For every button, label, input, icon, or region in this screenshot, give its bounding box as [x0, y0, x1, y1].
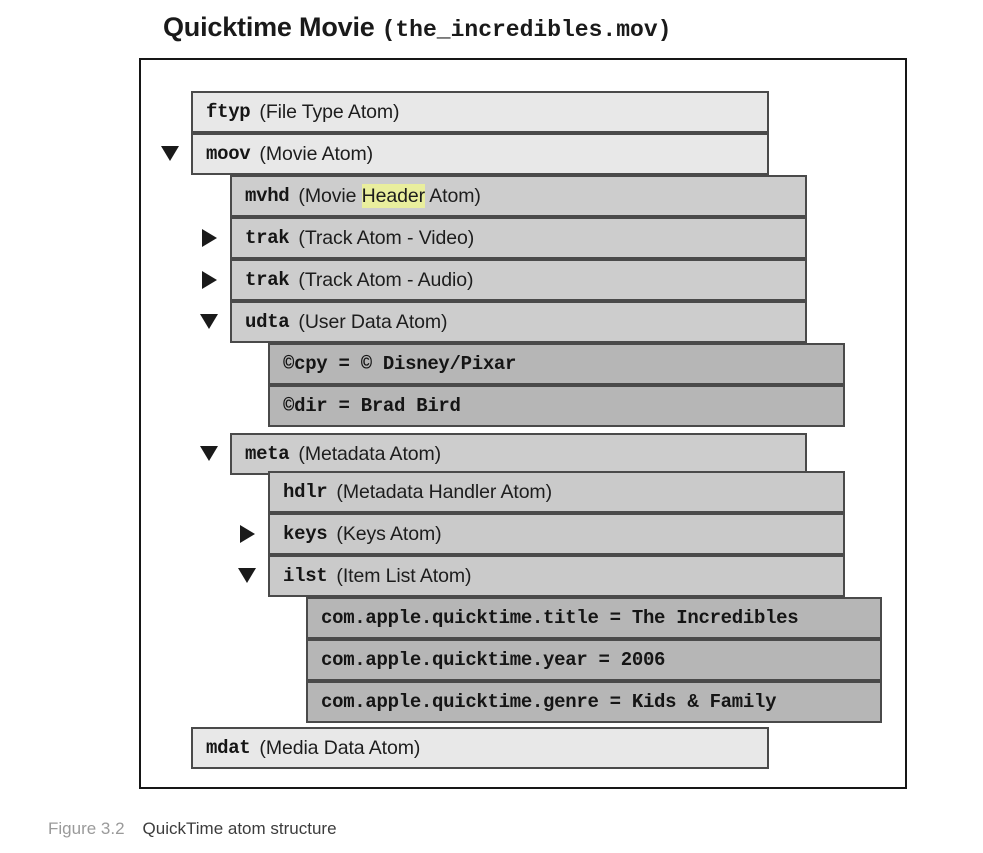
atom-type-code: trak: [245, 227, 290, 249]
atom-row-trak[interactable]: trak (Track Atom - Audio): [230, 259, 807, 301]
atom-row-metadata-entry[interactable]: com.apple.quicktime.genre = Kids & Famil…: [306, 681, 882, 723]
disclosure-triangle-expanded-icon[interactable]: [161, 146, 179, 161]
disclosure-triangle-expanded-icon[interactable]: [200, 314, 218, 329]
atom-type-code: trak: [245, 269, 290, 291]
disclosure-triangle-expanded-icon[interactable]: [200, 446, 218, 461]
atom-description: (Track Atom - Audio): [298, 268, 474, 291]
atom-description: (Item List Atom): [336, 564, 472, 587]
atom-description: (Metadata Atom): [298, 442, 442, 465]
atom-row-ftyp[interactable]: ftyp (File Type Atom): [191, 91, 769, 133]
atom-description: (Movie Atom): [259, 142, 374, 165]
atom-row-mvhd[interactable]: mvhd (Movie Header Atom): [230, 175, 807, 217]
atom-row-hdlr[interactable]: hdlr (Metadata Handler Atom): [268, 471, 845, 513]
highlighted-term: Header: [361, 183, 426, 208]
atom-row-moov[interactable]: moov (Movie Atom): [191, 133, 769, 175]
atom-description: (Movie Header Atom): [298, 183, 481, 208]
atom-row-meta[interactable]: meta (Metadata Atom): [230, 433, 807, 475]
figure-title-filename: (the_incredibles.mov): [381, 17, 672, 43]
figure-title: Quicktime Movie(the_incredibles.mov): [163, 14, 671, 42]
atom-type-code: udta: [245, 311, 290, 333]
atom-row-metadata-entry[interactable]: ©dir = Brad Bird: [268, 385, 845, 427]
disclosure-triangle-collapsed-icon[interactable]: [202, 271, 217, 289]
figure-caption: Figure 3.2 QuickTime atom structure: [48, 820, 337, 838]
disclosure-triangle-collapsed-icon[interactable]: [240, 525, 255, 543]
atom-description: (Media Data Atom): [259, 736, 421, 759]
atom-type-code: keys: [283, 523, 328, 545]
figure-caption-number: Figure 3.2: [48, 819, 125, 838]
atom-key-value: com.apple.quicktime.title = The Incredib…: [321, 607, 799, 629]
atom-row-metadata-entry[interactable]: com.apple.quicktime.title = The Incredib…: [306, 597, 882, 639]
disclosure-triangle-expanded-icon[interactable]: [238, 568, 256, 583]
atom-key-value: ©dir = Brad Bird: [283, 395, 461, 417]
atom-type-code: mdat: [206, 737, 251, 759]
figure-caption-text: QuickTime atom structure: [142, 819, 337, 838]
atom-row-ilst[interactable]: ilst (Item List Atom): [268, 555, 845, 597]
disclosure-triangle-collapsed-icon[interactable]: [202, 229, 217, 247]
atom-type-code: ilst: [283, 565, 328, 587]
atom-row-keys[interactable]: keys (Keys Atom): [268, 513, 845, 555]
atom-description: (Track Atom - Video): [298, 226, 475, 249]
atom-row-metadata-entry[interactable]: com.apple.quicktime.year = 2006: [306, 639, 882, 681]
atom-key-value: ©cpy = © Disney/Pixar: [283, 353, 517, 375]
atom-row-mdat[interactable]: mdat (Media Data Atom): [191, 727, 769, 769]
atom-type-code: ftyp: [206, 101, 251, 123]
atom-key-value: com.apple.quicktime.year = 2006: [321, 649, 666, 671]
atom-description: (User Data Atom): [298, 310, 448, 333]
atom-key-value: com.apple.quicktime.genre = Kids & Famil…: [321, 691, 777, 713]
atom-type-code: moov: [206, 143, 251, 165]
atom-type-code: hdlr: [283, 481, 328, 503]
atom-description: (Metadata Handler Atom): [336, 480, 552, 503]
figure-title-main: Quicktime Movie: [163, 12, 375, 42]
atom-description: (Keys Atom): [336, 522, 442, 545]
atom-structure-diagram: ftyp (File Type Atom) moov (Movie Atom) mvhd…: [139, 58, 907, 789]
atom-type-code: mvhd: [245, 185, 290, 207]
atom-row-trak[interactable]: trak (Track Atom - Video): [230, 217, 807, 259]
atom-row-metadata-entry[interactable]: ©cpy = © Disney/Pixar: [268, 343, 845, 385]
atom-description: (File Type Atom): [259, 100, 400, 123]
atom-row-udta[interactable]: udta (User Data Atom): [230, 301, 807, 343]
atom-type-code: meta: [245, 443, 290, 465]
